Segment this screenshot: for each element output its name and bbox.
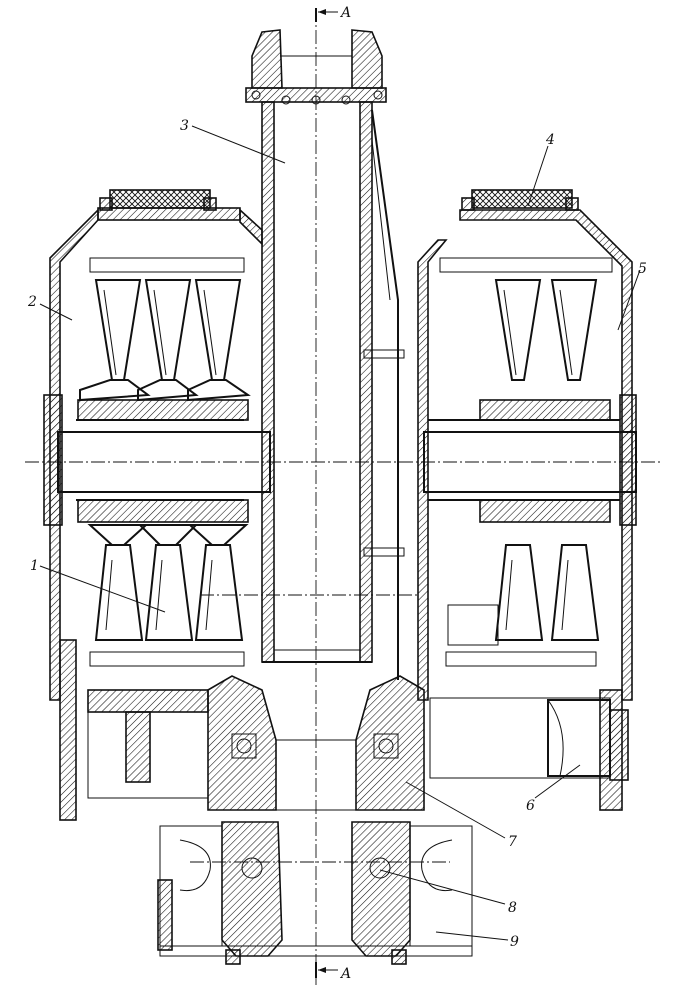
callout-7: 7 — [508, 834, 517, 850]
section-label-bottom: A — [339, 966, 351, 982]
callout-6: 6 — [526, 798, 535, 814]
right-body — [417, 189, 637, 701]
callout-8: 8 — [508, 900, 517, 916]
left-rotor-lower — [77, 499, 249, 641]
section-mark-top: A — [315, 5, 351, 22]
callout-2: 2 — [27, 294, 37, 310]
callout-3: 3 — [180, 118, 189, 134]
right-rotor — [479, 279, 611, 641]
leader-lines — [39, 125, 641, 941]
section-label-top: A — [339, 5, 351, 21]
callout-labels: 1 2 3 4 5 6 7 8 9 — [27, 118, 647, 950]
lower-housing — [87, 675, 425, 811]
bottom-outlet — [157, 821, 473, 965]
callout-9: 9 — [510, 934, 519, 950]
drive-shaft — [429, 689, 629, 811]
inlet-flange — [245, 29, 387, 105]
section-mark-bottom: A — [315, 962, 351, 982]
center-lines — [25, 8, 660, 985]
callout-5: 5 — [638, 261, 647, 277]
callout-4: 4 — [545, 132, 555, 148]
left-rotor-upper — [77, 279, 251, 421]
central-feed-pipe — [261, 101, 405, 680]
callout-1: 1 — [30, 558, 39, 574]
